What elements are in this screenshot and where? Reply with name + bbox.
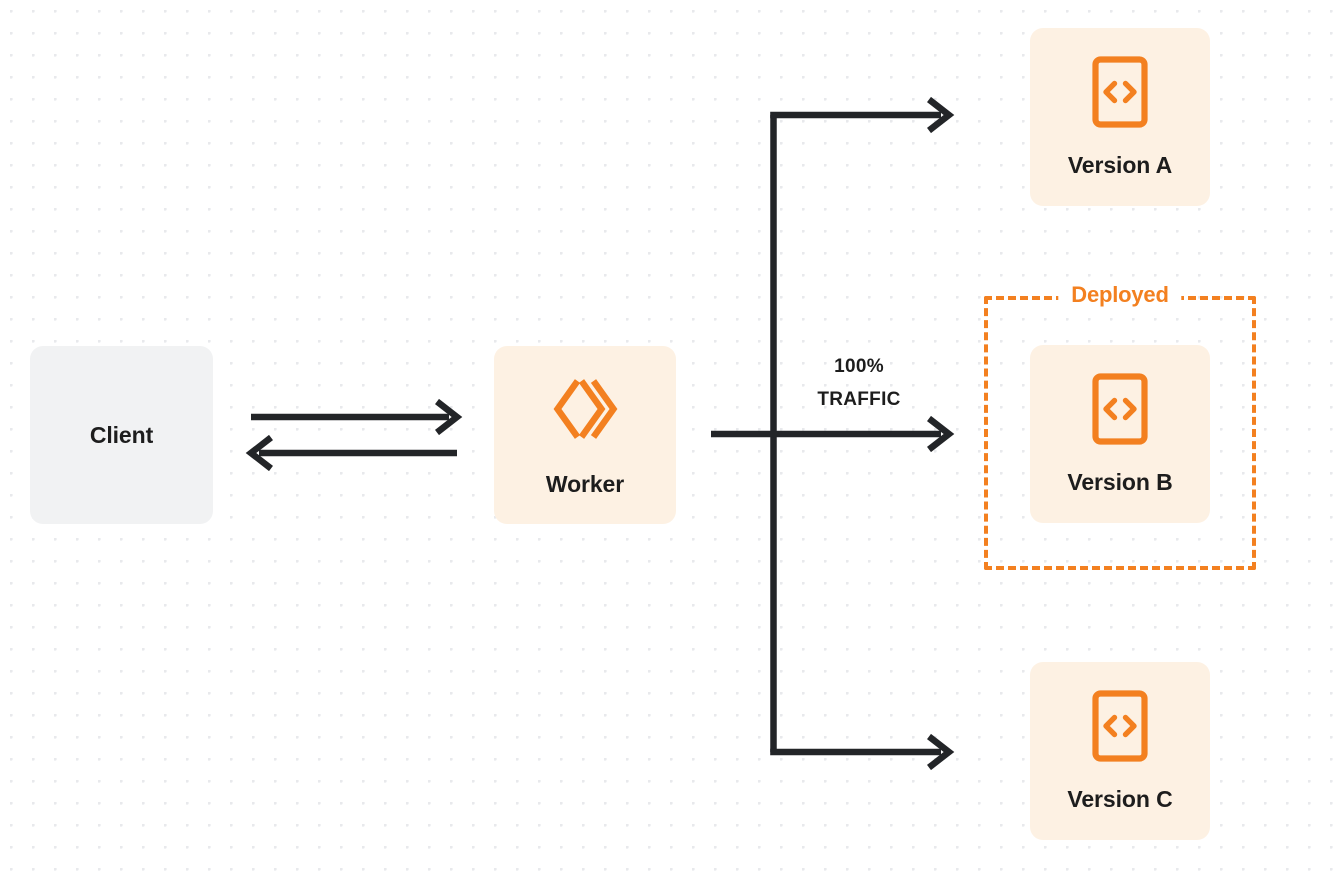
node-version-c[interactable]: Version C [1030,662,1210,840]
node-version-b-label: Version B [1067,469,1173,495]
edge-worker-to-version-c [770,733,955,771]
node-version-b[interactable]: Version B [1030,345,1210,523]
traffic-label: 100% TRAFFIC [776,350,942,417]
node-version-c-label: Version C [1067,786,1173,812]
edge-client-to-worker [251,398,463,436]
node-worker-label: Worker [545,471,625,497]
deployed-frame-label: Deployed [1058,282,1182,308]
deployed-frame: Deployed [984,282,1256,570]
node-version-a-label: Version A [1067,152,1173,178]
edge-worker-to-version-b [711,415,955,453]
edge-worker-to-client [245,434,457,472]
node-client-label: Client [89,421,154,448]
code-file-icon [1091,372,1149,451]
node-worker[interactable]: Worker [494,346,676,524]
code-file-icon [1091,689,1149,768]
traffic-percent: 100% [834,356,884,377]
node-version-a[interactable]: Version A [1030,28,1210,206]
node-client[interactable]: Client [30,346,213,524]
traffic-unit: TRAFFIC [817,389,901,411]
cloudflare-workers-logo-icon [548,372,622,451]
edge-worker-to-version-a [770,96,955,134]
code-file-icon [1091,55,1149,134]
